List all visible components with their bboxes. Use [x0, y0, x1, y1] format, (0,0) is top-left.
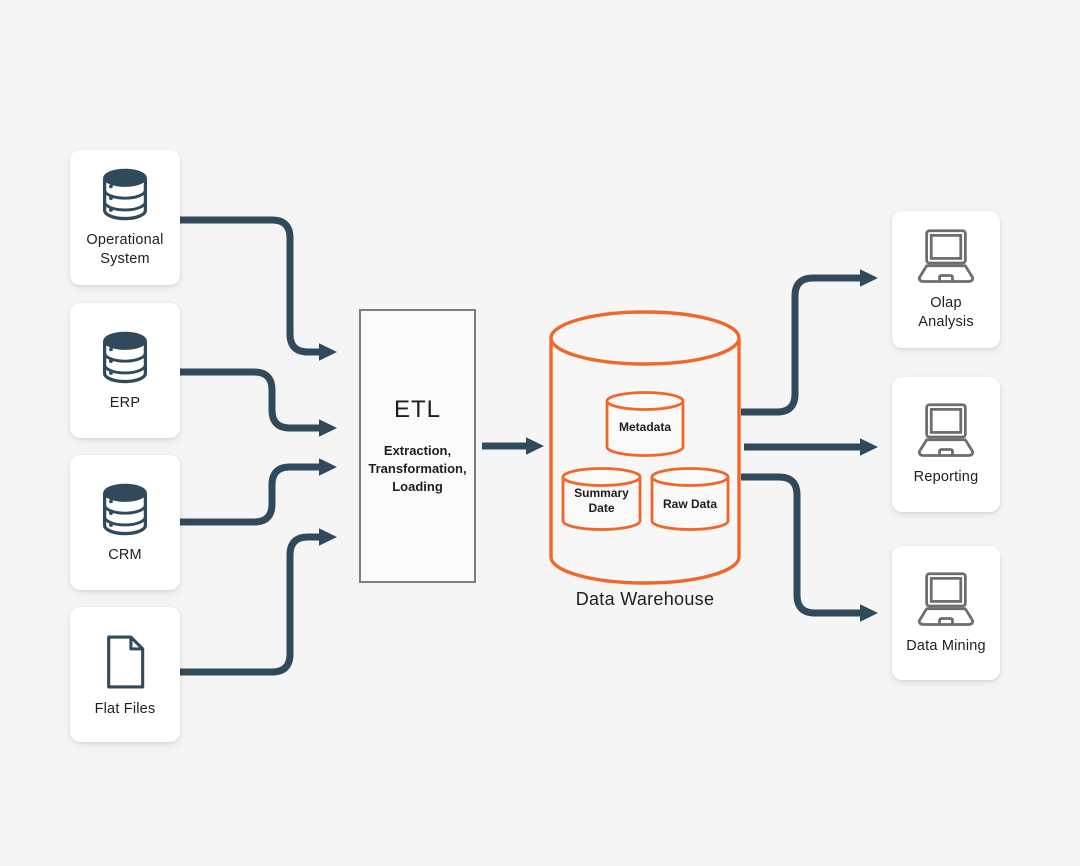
document-icon [96, 631, 154, 693]
laptop-icon [909, 228, 983, 287]
node-olap-analysis: Olap Analysis [892, 211, 1000, 348]
arrow-erp-to-etl [180, 368, 337, 437]
node-crm: CRM [70, 455, 180, 590]
node-label: Flat Files [94, 700, 156, 717]
summary-date-label: Summary Date [574, 486, 629, 515]
database-icon [96, 481, 154, 539]
node-label: Operational System [86, 232, 164, 267]
arrow-flat-files-to-etl [180, 528, 337, 676]
summary-date-cylinder [561, 467, 642, 531]
node-data-mining: Data Mining [892, 546, 1000, 680]
node-label: ERP [109, 394, 141, 411]
etl-title: ETL [393, 395, 441, 423]
laptop-icon [909, 571, 983, 630]
arrow-warehouse-to-data-mining [741, 473, 878, 622]
metadata-label: Metadata [618, 420, 671, 434]
node-etl: ETL Extraction, Transformation, Loading [359, 309, 476, 583]
arrow-crm-to-etl [180, 458, 337, 526]
data-warehouse-title: Data Warehouse [575, 589, 715, 609]
node-flat-files: Flat Files [70, 607, 180, 742]
raw-data-label: Raw Data [662, 497, 718, 511]
database-icon [96, 166, 154, 224]
node-erp: ERP [70, 303, 180, 438]
arrow-operational-system-to-etl [180, 216, 337, 361]
node-label: Olap Analysis [918, 294, 974, 330]
laptop-icon [909, 402, 983, 461]
node-label: Data Mining [906, 637, 986, 654]
raw-data-cylinder [650, 467, 730, 531]
metadata-cylinder [605, 391, 685, 457]
node-label: Reporting [913, 469, 979, 486]
node-operational-system: Operational System [70, 150, 180, 285]
node-label: CRM [108, 546, 142, 563]
arrow-warehouse-to-olap-analysis [741, 269, 878, 416]
etl-subtitle: Extraction, Transformation, Loading [368, 442, 467, 495]
node-reporting: Reporting [892, 377, 1000, 512]
database-icon [96, 329, 154, 387]
